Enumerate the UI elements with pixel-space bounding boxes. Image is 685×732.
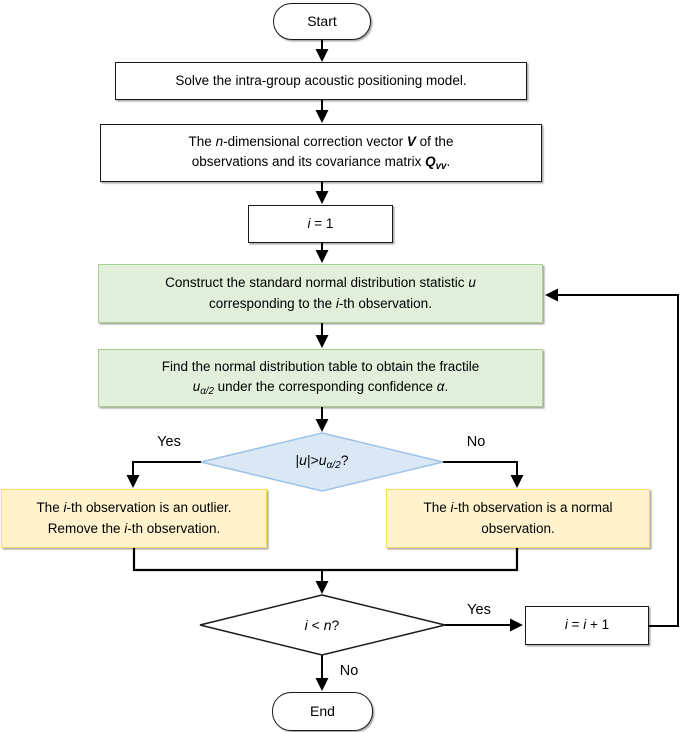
start-terminal: Start — [273, 3, 371, 40]
process-remove-outlier-label: The i-th observation is an outlier.Remov… — [36, 500, 232, 536]
process-increment-i-label: i = i + 1 — [564, 617, 610, 633]
process-increment-i: i = i + 1 — [525, 606, 649, 645]
decision-outlier-diamond — [200, 432, 444, 492]
connector-decision-yes-to-outlier — [126, 461, 201, 488]
decision-outlier-label: |u|>uα/2? — [295, 452, 349, 472]
process-find-fractile: Find the normal distribution table to ob… — [98, 349, 543, 407]
process-solve-model: Solve the intra-group acoustic positioni… — [115, 62, 527, 100]
process-init-i: i = 1 — [248, 205, 393, 243]
edge-label-loop-yes: Yes — [467, 602, 491, 618]
process-remove-outlier: The i-th observation is an outlier.Remov… — [1, 489, 267, 548]
process-solve-model-label: Solve the intra-group acoustic positioni… — [175, 72, 467, 88]
connector-increment-loopback-to-construct — [545, 288, 679, 627]
process-find-fractile-label: Find the normal distribution table to ob… — [161, 358, 480, 397]
process-construct-statistic-label: Construct the standard normal distributi… — [165, 275, 476, 311]
process-correction-vector-label: The n-dimensional correction vector V of… — [188, 133, 454, 172]
end-terminal: End — [272, 692, 373, 731]
connector-merge-line — [132, 548, 519, 572]
edge-label-outlier-yes: Yes — [157, 434, 181, 450]
end-label: End — [310, 703, 335, 719]
edge-label-end-no: No — [339, 663, 359, 679]
connector-decision-no-to-normal — [443, 461, 524, 488]
edge-label-normal-no: No — [466, 434, 486, 450]
process-init-i-label: i = 1 — [307, 215, 334, 231]
decision-loop-diamond — [199, 594, 446, 656]
decision-loop-label: i < n? — [304, 617, 340, 633]
process-construct-statistic: Construct the standard normal distributi… — [98, 264, 543, 323]
process-correction-vector: The n-dimensional correction vector V of… — [100, 124, 542, 182]
start-label: Start — [307, 13, 337, 29]
